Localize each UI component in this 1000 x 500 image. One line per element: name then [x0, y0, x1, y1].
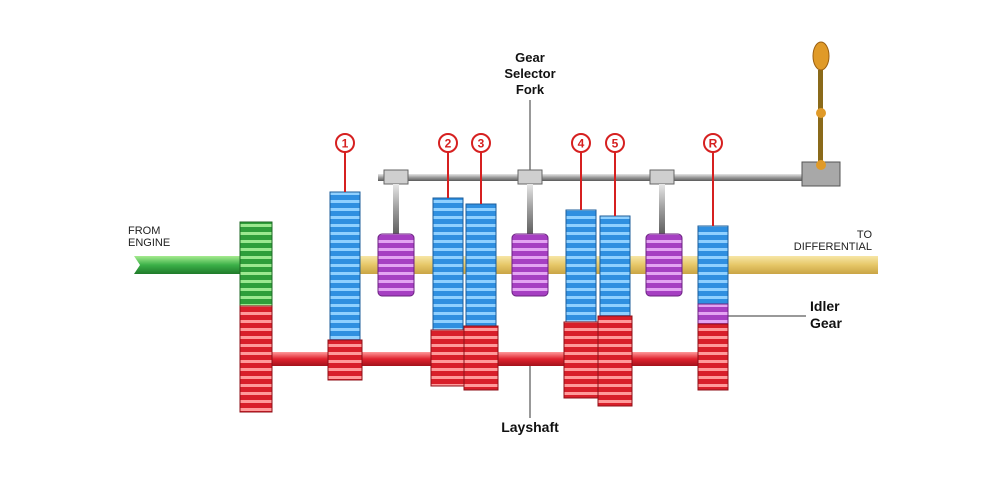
- mainshaft-gear-5: [599, 215, 631, 317]
- to-differential-label: TO DIFFERENTIAL: [794, 229, 873, 253]
- svg-text:4: 4: [578, 137, 585, 151]
- layshaft-gear-3: [463, 325, 499, 391]
- svg-text:R: R: [709, 137, 718, 151]
- layshaft-gear-2: [430, 329, 466, 387]
- svg-text:3: 3: [478, 137, 485, 151]
- input-gear: [239, 221, 273, 307]
- lever-knob-icon: [812, 41, 830, 71]
- synchro-hub-1-2: [377, 233, 415, 297]
- svg-text:1: 1: [342, 137, 349, 151]
- from-engine-label: FROM ENGINE: [128, 225, 170, 249]
- svg-text:5: 5: [612, 137, 619, 151]
- gear-selector-fork-label: Gear Selector Fork: [504, 50, 555, 97]
- layshaft-drive-gear: [239, 305, 273, 413]
- mainshaft-gear-2: [432, 197, 464, 331]
- svg-text:TO: TO: [857, 229, 873, 241]
- mainshaft-gear-3: [465, 203, 497, 327]
- selector-rod: [378, 169, 806, 236]
- input-shaft: [134, 256, 242, 274]
- svg-text:FROM: FROM: [128, 225, 160, 237]
- svg-text:Idler: Idler: [810, 298, 840, 314]
- mainshaft-gear-1: [329, 191, 361, 341]
- idler-gear: [697, 303, 729, 325]
- layshaft-gear-reverse: [697, 323, 729, 391]
- svg-text:2: 2: [445, 137, 452, 151]
- mainshaft-gear-reverse: [697, 225, 729, 305]
- gear-number-2: 2: [438, 133, 458, 198]
- layshaft-gear-4: [563, 321, 599, 399]
- svg-text:DIFFERENTIAL: DIFFERENTIAL: [794, 241, 872, 253]
- gear-lever: [801, 41, 841, 187]
- idler-gear-label: Idler Gear: [810, 298, 842, 331]
- gear-number-1: 1: [335, 133, 355, 192]
- layshaft-gear-5: [597, 315, 633, 407]
- synchro-hub-5-r: [645, 233, 683, 297]
- gear-number-5: 5: [605, 133, 625, 216]
- svg-text:Gear: Gear: [515, 50, 545, 65]
- svg-text:ENGINE: ENGINE: [128, 237, 170, 249]
- synchro-hub-3-4: [511, 233, 549, 297]
- svg-text:Gear: Gear: [810, 315, 842, 331]
- gear-number-reverse: R: [703, 133, 723, 226]
- mainshaft-gear-4: [565, 209, 597, 323]
- gear-number-3: 3: [471, 133, 491, 204]
- layshaft-gear-1: [327, 339, 363, 381]
- layshaft-label: Layshaft: [501, 419, 559, 435]
- svg-text:Fork: Fork: [516, 82, 545, 97]
- svg-text:Selector: Selector: [504, 66, 555, 81]
- gear-number-4: 4: [571, 133, 591, 210]
